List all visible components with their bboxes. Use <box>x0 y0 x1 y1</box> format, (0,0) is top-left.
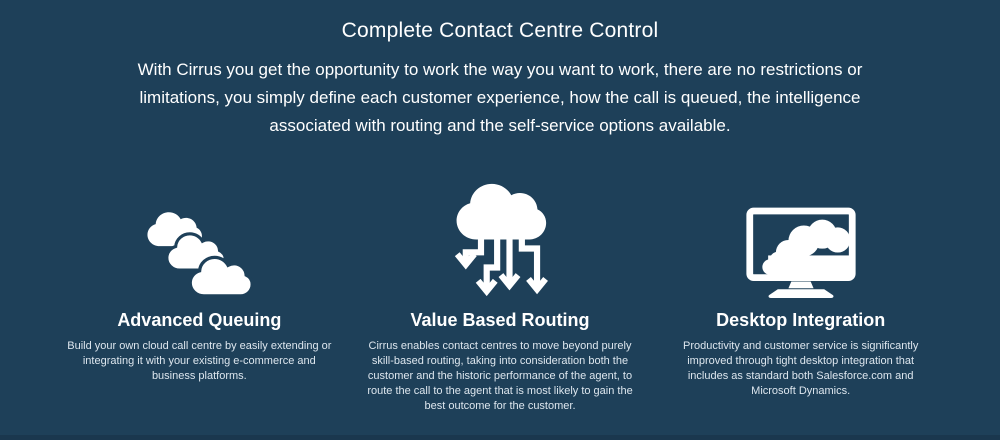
icon-box <box>58 176 341 300</box>
intro-paragraph: With Cirrus you get the opportunity to w… <box>137 60 863 135</box>
feature-section: Complete Contact Centre Control With Cir… <box>58 19 942 414</box>
icon-box <box>359 176 642 300</box>
feature-description: Productivity and customer service is sig… <box>682 340 919 397</box>
feature-card-advanced-queuing: Advanced Queuing Build your own cloud ca… <box>58 176 341 414</box>
feature-description: Cirrus enables contact centres to move b… <box>367 340 633 412</box>
feature-title: Value Based Routing <box>410 310 590 330</box>
clouds-queue-icon <box>147 212 254 298</box>
page-title: Complete Contact Centre Control <box>341 19 659 42</box>
icon-box <box>659 176 942 300</box>
feature-card-desktop-integration: Desktop Integration Productivity and cus… <box>659 176 942 414</box>
features-row: Advanced Queuing Build your own cloud ca… <box>58 176 942 414</box>
cloud-routing-icon <box>454 183 548 297</box>
feature-card-value-based-routing: Value Based Routing Cirrus enables conta… <box>359 176 642 414</box>
bottom-divider <box>0 435 1000 440</box>
feature-title: Advanced Queuing <box>117 310 282 330</box>
feature-description: Build your own cloud call centre by easi… <box>67 340 332 382</box>
desktop-monitor-icon <box>746 207 856 298</box>
feature-title: Desktop Integration <box>716 310 886 330</box>
